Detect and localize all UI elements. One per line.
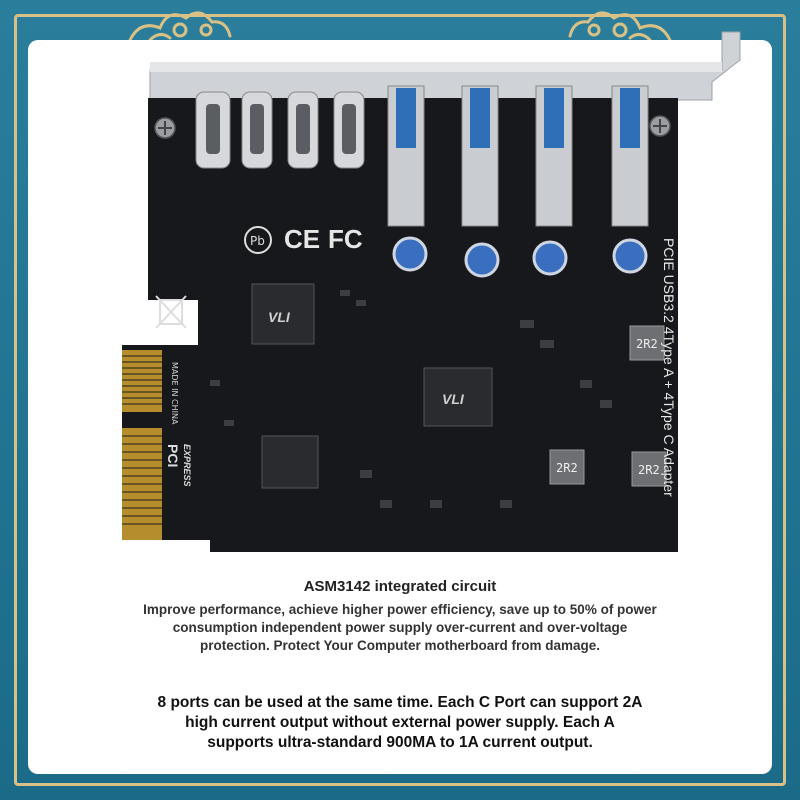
caption-heading: ASM3142 integrated circuit bbox=[303, 578, 497, 595]
caption-line: 8 ports can be used at the same time. Ea… bbox=[157, 694, 643, 711]
svg-text:Pb: Pb bbox=[250, 234, 265, 248]
svg-text:VLI: VLI bbox=[442, 391, 465, 407]
caption-paragraph-2: 8 ports can be used at the same time. Ea… bbox=[0, 693, 800, 753]
pcie-card-image: Pb CE FC VLI VLI 2R2 2R2 2R2 PCIE USB3.2… bbox=[122, 31, 741, 552]
controller-chip-1 bbox=[251, 283, 315, 345]
gold-border bbox=[14, 14, 786, 786]
caption-line: protection. Protect Your Computer mother… bbox=[199, 638, 601, 653]
usb-a-ports bbox=[387, 85, 649, 227]
ce-mark: CE bbox=[284, 224, 320, 254]
caption-paragraph-1: Improve performance, achieve higher powe… bbox=[0, 601, 800, 655]
board-side-label: PCIE USB3.2 4Type A + 4Type C Adapter bbox=[661, 238, 677, 497]
made-in-label: MADE IN CHINA bbox=[170, 362, 179, 425]
controller-chip-3 bbox=[261, 435, 319, 489]
pb-free-mark bbox=[244, 226, 272, 254]
express-logo: EXPRESS bbox=[182, 444, 192, 487]
caption-line: high current output without external pow… bbox=[185, 714, 615, 731]
caption-line: consumption independent power supply ove… bbox=[172, 620, 628, 635]
svg-text:2R2: 2R2 bbox=[638, 463, 660, 477]
inductors bbox=[549, 325, 667, 487]
cloud-ornament-right bbox=[568, 11, 672, 42]
fc-mark: FC bbox=[328, 224, 363, 254]
weee-bin-icon bbox=[155, 295, 187, 329]
gold-contacts-upper bbox=[122, 350, 162, 412]
capacitors bbox=[392, 236, 648, 278]
svg-text:VLI: VLI bbox=[268, 309, 291, 325]
pci-logo: PCI bbox=[165, 444, 181, 467]
controller-chip-2 bbox=[423, 367, 493, 427]
svg-text:2R2: 2R2 bbox=[636, 337, 658, 351]
caption-line: Improve performance, achieve higher powe… bbox=[143, 602, 657, 617]
cloud-ornament-left bbox=[128, 11, 232, 42]
caption-line: supports ultra-standard 900MA to 1A curr… bbox=[207, 734, 593, 751]
svg-text:2R2: 2R2 bbox=[556, 461, 578, 475]
